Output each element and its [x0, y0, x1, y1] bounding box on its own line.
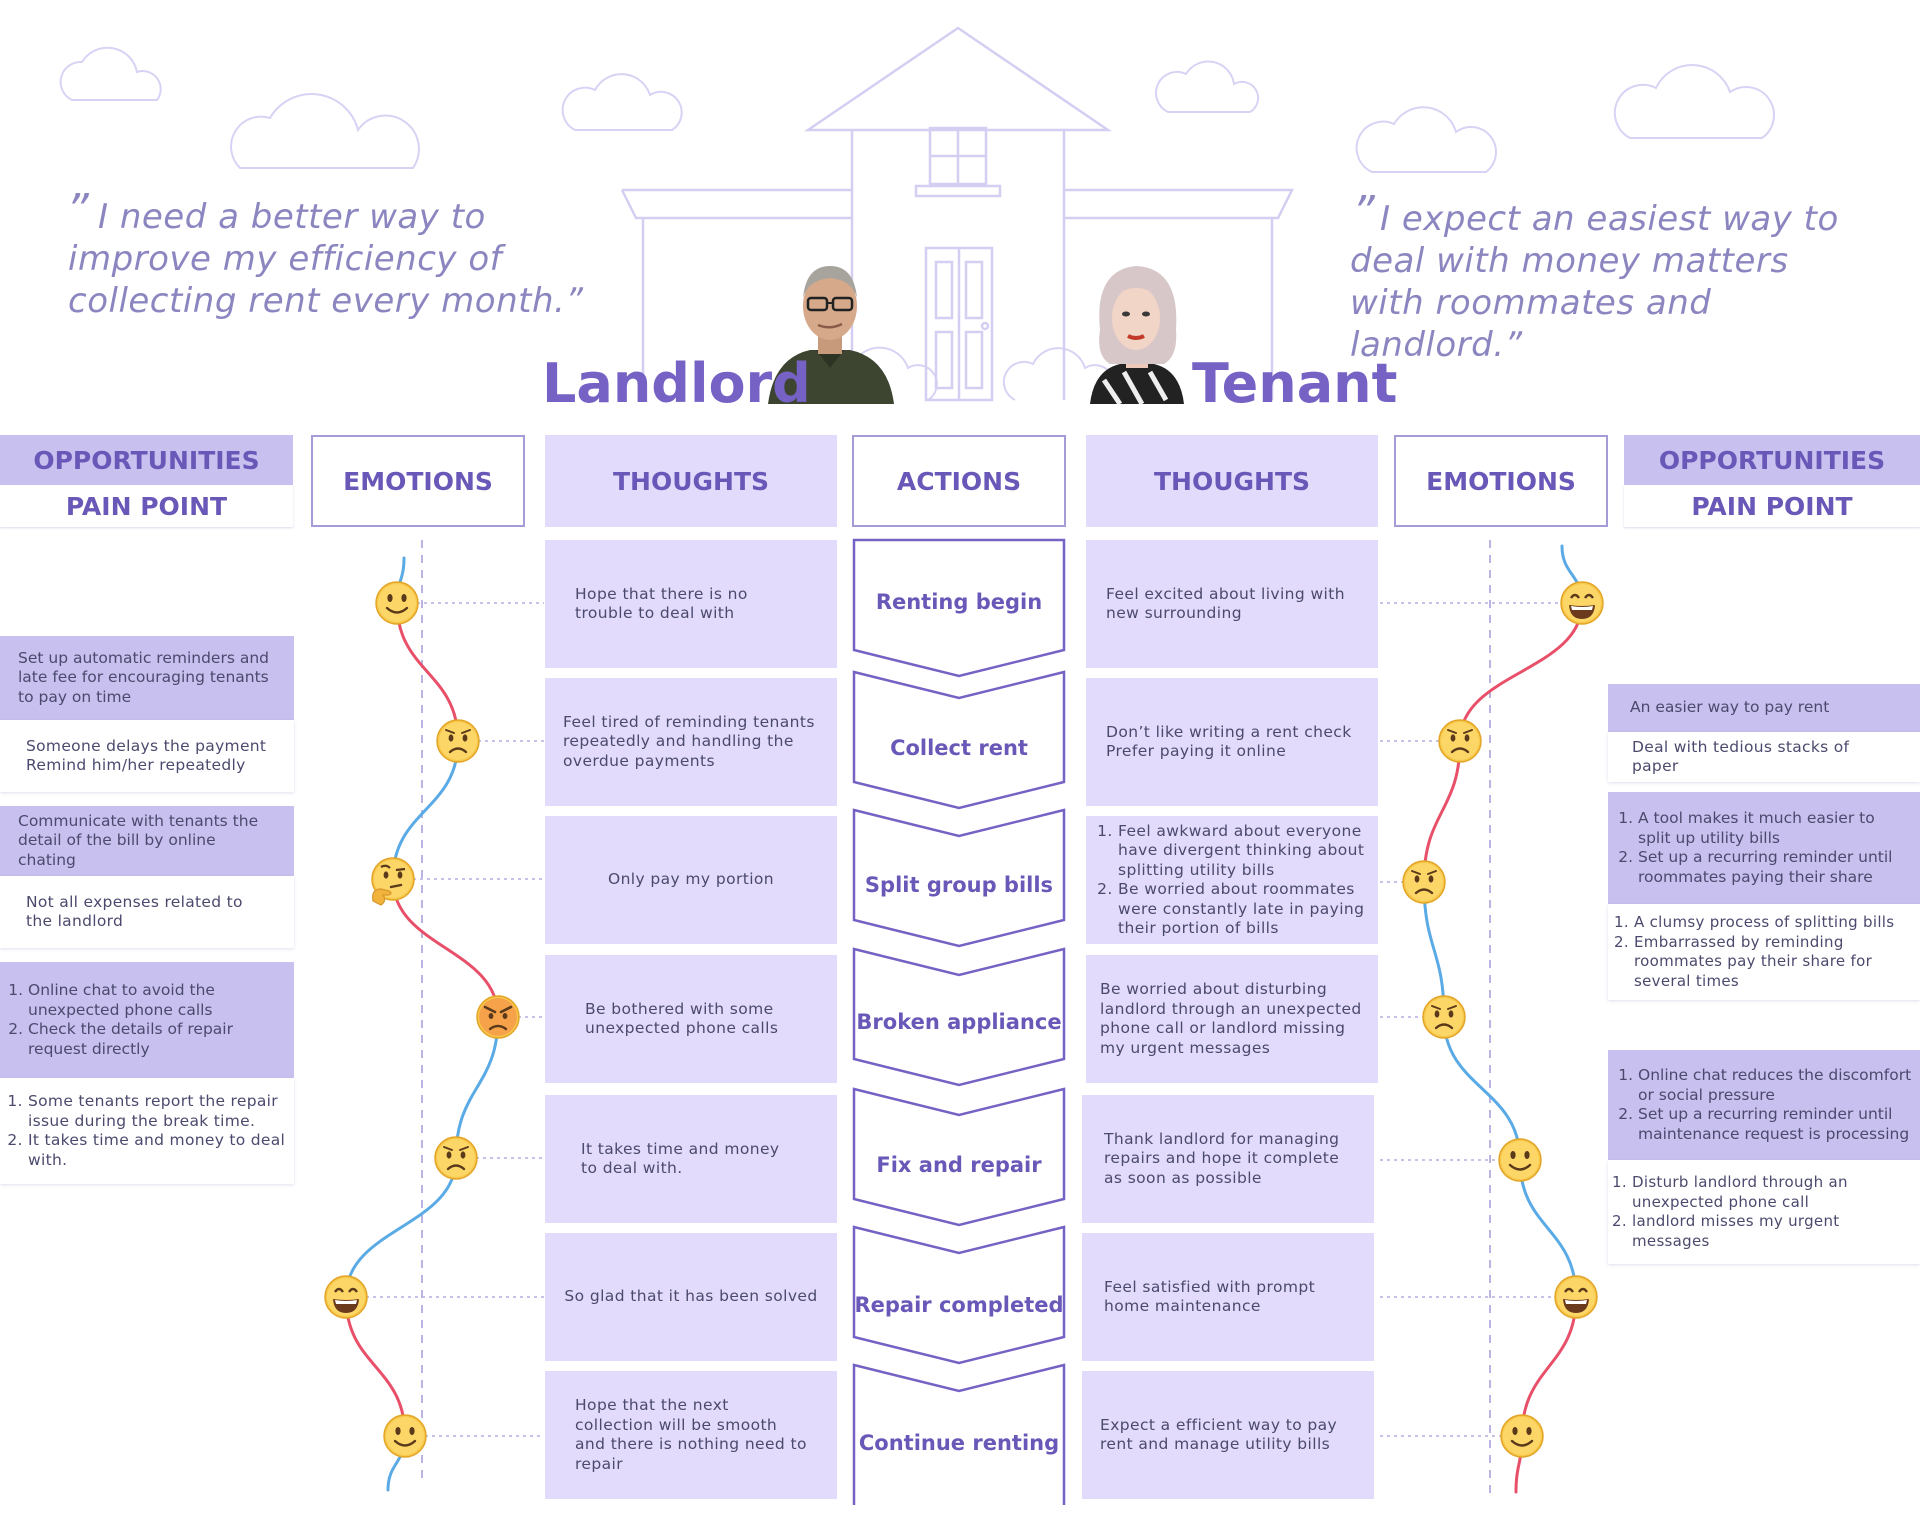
tenant-opportunity-3: Online chat reduces the discomfort or so… [1608, 1050, 1920, 1160]
landlord-thought-3: Only pay my portion [545, 816, 837, 944]
smile-face-icon [375, 581, 419, 625]
landlord-thought-6: So glad that it has been solved [545, 1233, 837, 1361]
actions-header: ACTIONS [852, 435, 1066, 527]
tenant-thought-6: Feel satisfied with prompt home maintena… [1082, 1233, 1374, 1361]
action-label-7: Continue renting [858, 1431, 1060, 1455]
worried-face-icon [1438, 719, 1482, 763]
landlord-opportunities-header: OPPORTUNITIES [0, 435, 293, 485]
emotion-curve-segment [344, 1295, 407, 1438]
quote-mark: ” [1352, 187, 1376, 238]
tenant-thought-3: Feel awkward about everyone have diverge… [1086, 816, 1378, 944]
action-chevron [852, 670, 1066, 810]
action-chevron [852, 1087, 1066, 1227]
tenant-avatar [1090, 266, 1184, 404]
landlord-avatar [768, 266, 894, 404]
action-label-3: Split group bills [864, 873, 1054, 897]
cloud-icon [1613, 64, 1776, 139]
landlord-thoughts-header: THOUGHTS [545, 435, 837, 527]
grin-face-icon [324, 1275, 368, 1319]
cloud-icon [230, 93, 420, 169]
worried-face-icon [1422, 995, 1466, 1039]
emotion-curve-segment [1458, 601, 1584, 743]
smile-face-icon [383, 1414, 427, 1458]
emotion-curve-segment [391, 877, 500, 1019]
worried-face-icon [436, 719, 480, 763]
action-label-2: Collect rent [890, 736, 1028, 760]
smile-face-icon [1498, 1138, 1542, 1182]
emotion-curve-segment [454, 1015, 500, 1160]
action-chevron [852, 947, 1066, 1087]
emotion-curve-segment [1422, 739, 1462, 884]
tenant-thought-4: Be worried about disturbing landlord thr… [1086, 955, 1378, 1083]
landlord-pain-point-2: Not all expenses related to the landlord [0, 876, 294, 948]
emotion-curve-segment [344, 1156, 458, 1299]
tenant-quote: ” I expect an easiest way to deal with m… [1350, 187, 1839, 366]
tenant-title: Tenant [1192, 352, 1398, 415]
landlord-thought-7: Hope that the next collection will be sm… [545, 1371, 837, 1499]
action-label-1: Renting begin [875, 590, 1043, 614]
cloud-icon [1355, 106, 1497, 173]
grin-face-icon [1560, 581, 1604, 625]
landlord-thought-2: Feel tired of reminding tenants repeated… [545, 678, 837, 806]
cloud-icon [561, 73, 683, 131]
landlord-thought-1: Hope that there is no trouble to deal wi… [545, 540, 837, 668]
action-chevron [852, 1225, 1066, 1365]
tenant-thought-3-list: Feel awkward about everyone have diverge… [1098, 822, 1366, 939]
action-label-5: Fix and repair [876, 1153, 1042, 1177]
smile-face-icon [1500, 1414, 1544, 1458]
angry-face-icon [476, 995, 520, 1039]
action-chevrons [852, 538, 1066, 1505]
emotion-curve-segment [391, 739, 460, 881]
tenant-opportunities-header: OPPORTUNITIES [1624, 435, 1920, 485]
worried-face-icon [1402, 860, 1446, 904]
action-chevron [852, 538, 1066, 678]
tenant-pain-point-1: Deal with tedious stacks of paper [1608, 732, 1920, 782]
tenant-thought-7: Expect a efficient way to pay rent and m… [1082, 1371, 1374, 1499]
landlord-opportunity-1: Set up automatic reminders and late fee … [0, 636, 294, 720]
landlord-pain-point-header: PAIN POINT [0, 485, 293, 527]
landlord-emotions-header: EMOTIONS [311, 435, 525, 527]
tenant-emotions-header: EMOTIONS [1394, 435, 1608, 527]
tenant-opportunity-2: A tool makes it much easier to split up … [1608, 792, 1920, 904]
landlord-opportunity-2: Communicate with tenants the detail of t… [0, 806, 294, 876]
tenant-opportunity-1: An easier way to pay rent [1608, 684, 1920, 732]
cloud-icon [1155, 60, 1260, 113]
landlord-title: Landlord [542, 352, 811, 415]
action-label-4: Broken appliance [856, 1010, 1062, 1034]
emotion-curve-segment [395, 601, 460, 743]
emotion-curve-segment [1520, 1295, 1578, 1438]
landlord-thought-5: It takes time and money to deal with. [545, 1095, 837, 1223]
landlord-quote: ” I need a better way to improve my effi… [66, 185, 584, 322]
action-label-6: Repair completed [854, 1293, 1064, 1317]
action-chevron [852, 808, 1066, 948]
tenant-thought-1: Feel excited about living with new surro… [1086, 540, 1378, 668]
thinking-face-icon [371, 857, 415, 906]
tenant-pain-point-2: A clumsy process of splitting billsEmbar… [1608, 904, 1920, 1000]
worried-face-icon [434, 1136, 478, 1180]
emotion-curve-segment [1442, 1015, 1522, 1162]
cloud-icon [59, 46, 162, 101]
quote-mark: ” [66, 185, 90, 236]
landlord-opportunity-3: Online chat to avoid the unexpected phon… [0, 962, 294, 1078]
tenant-thought-2: Don’t like writing a rent check Prefer p… [1086, 678, 1378, 806]
tenant-thought-5: Thank landlord for managing repairs and … [1082, 1095, 1374, 1223]
tenant-pain-point-header: PAIN POINT [1624, 485, 1920, 527]
house-outline [620, 26, 1295, 402]
action-chevron [852, 1363, 1066, 1505]
tenant-pain-point-3: Disturb landlord through an unexpected p… [1608, 1160, 1920, 1264]
landlord-thought-4: Be bothered with some unexpected phone c… [545, 955, 837, 1083]
landlord-pain-point-1: Someone delays the payment Remind him/he… [0, 720, 294, 792]
landlord-pain-point-3: Some tenants report the repair issue dur… [0, 1078, 294, 1184]
tenant-thoughts-header: THOUGHTS [1086, 435, 1378, 527]
grin-face-icon [1554, 1275, 1598, 1319]
